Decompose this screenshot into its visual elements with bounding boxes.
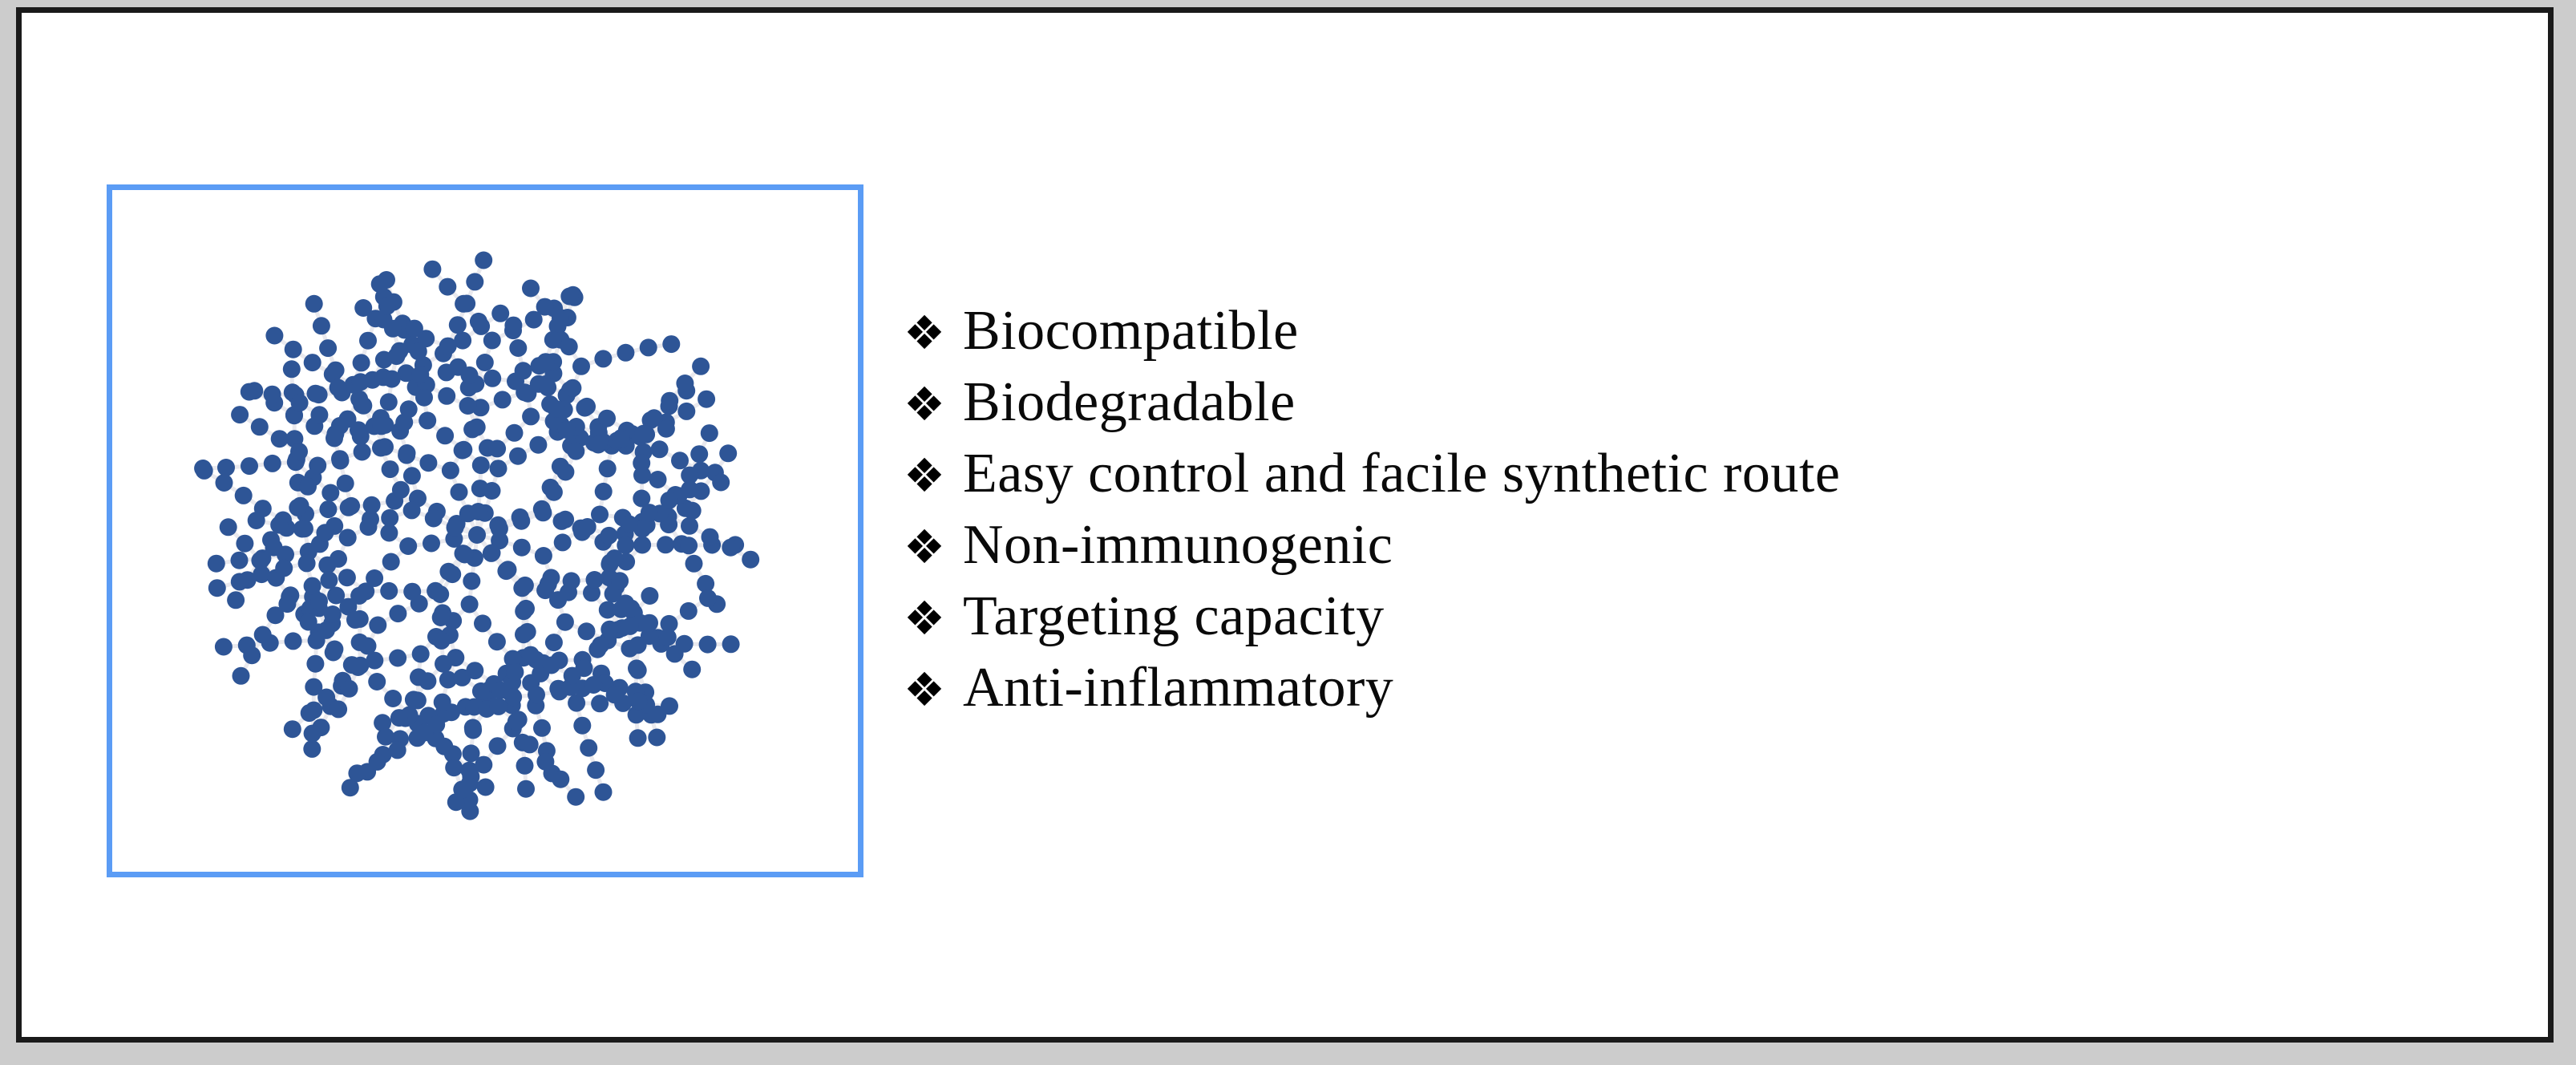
diamond-bullet-icon: ❖ [904, 591, 945, 646]
diamond-bullet-icon: ❖ [904, 448, 945, 503]
list-item-label: Biocompatible [963, 300, 1299, 362]
properties-bullet-list: ❖ Biocompatible ❖ Biodegradable ❖ Easy c… [904, 295, 2427, 723]
list-item-label: Targeting capacity [963, 585, 1385, 647]
dendrimer-illustration [194, 251, 760, 820]
list-item: ❖ Non-immunogenic [904, 509, 2427, 581]
slide-content: ❖ Biocompatible ❖ Biodegradable ❖ Easy c… [22, 13, 2548, 1037]
list-item: ❖ Easy control and facile synthetic rout… [904, 438, 2427, 509]
slide-frame: ❖ Biocompatible ❖ Biodegradable ❖ Easy c… [16, 7, 2554, 1043]
dendrimer-figure-panel [107, 184, 863, 877]
list-item: ❖ Biocompatible [904, 295, 2427, 366]
diamond-bullet-icon: ❖ [904, 306, 945, 360]
list-item: ❖ Biodegradable [904, 366, 2427, 438]
list-item: ❖ Anti-inflammatory [904, 652, 2427, 723]
diamond-bullet-icon: ❖ [904, 662, 945, 717]
list-item-label: Non-immunogenic [963, 514, 1393, 576]
list-item-label: Easy control and facile synthetic route [963, 443, 1841, 504]
diamond-bullet-icon: ❖ [904, 377, 945, 431]
diamond-bullet-icon: ❖ [904, 520, 945, 574]
list-item: ❖ Targeting capacity [904, 581, 2427, 652]
dendrimer-beads-group [194, 251, 760, 820]
list-item-label: Anti-inflammatory [963, 657, 1394, 719]
list-item-label: Biodegradable [963, 371, 1296, 433]
